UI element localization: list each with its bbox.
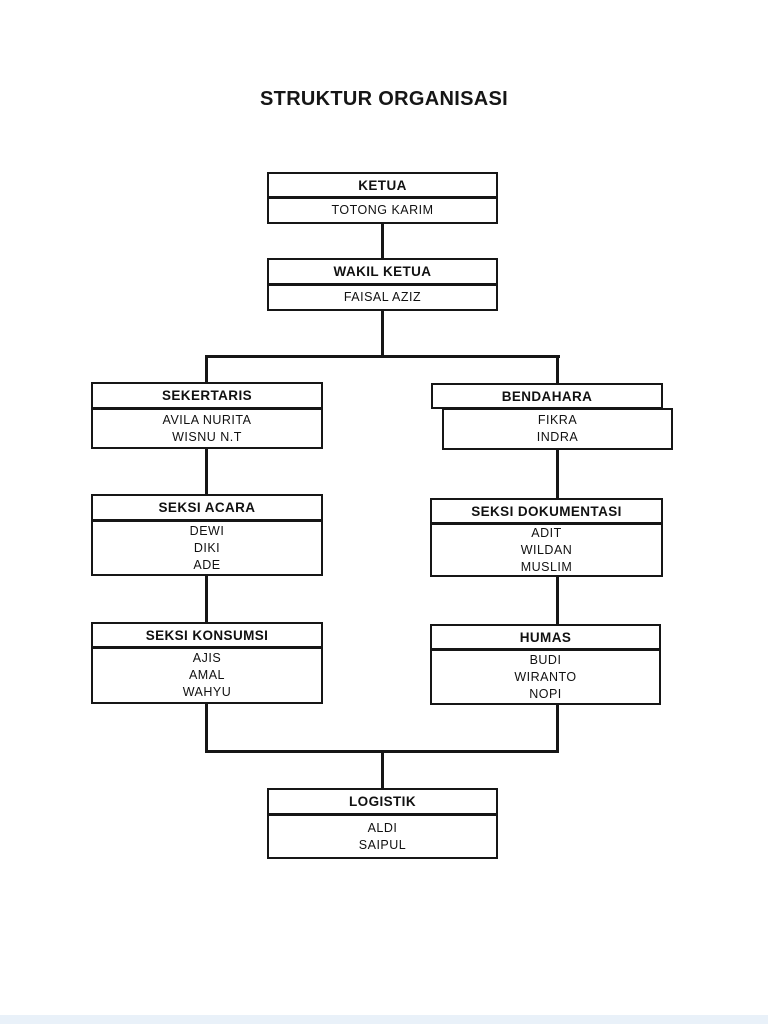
box-seksi-konsumsi-header: SEKSI KONSUMSI: [91, 622, 323, 648]
connector-drop-bendahara: [556, 356, 559, 387]
box-seksi-acara-title: SEKSI ACARA: [158, 500, 256, 515]
member-name: NOPI: [529, 686, 562, 701]
box-ketua-body: TOTONG KARIM: [267, 197, 498, 224]
box-wakil-ketua-title: WAKIL KETUA: [333, 264, 432, 279]
box-bendahara-header: BENDAHARA: [431, 383, 663, 409]
box-ketua-header: KETUA: [267, 172, 498, 198]
box-wakil-ketua-header: WAKIL KETUA: [267, 258, 498, 285]
member-name: WAHYU: [182, 685, 232, 699]
connector-ketua-wakil: [381, 220, 384, 262]
box-wakil-ketua-body: FAISAL AZIZ: [267, 284, 498, 311]
box-ketua-title: KETUA: [358, 177, 407, 193]
member-name: AJIS: [192, 651, 222, 665]
connector-humas-down: [556, 701, 559, 752]
box-sekertaris-body: AVILA NURITA WISNU N.T: [91, 408, 323, 449]
box-bendahara-title: BENDAHARA: [501, 388, 593, 404]
member-name: BUDI: [529, 652, 562, 667]
box-seksi-konsumsi-title: SEKSI KONSUMSI: [145, 627, 269, 643]
box-humas-body: BUDI WIRANTO NOPI: [430, 649, 661, 705]
member-name: WISNU N.T: [172, 429, 242, 444]
connector-acara-konsumsi: [205, 573, 208, 625]
member-name: DEWI: [189, 523, 225, 538]
box-seksi-dokumentasi-header: SEKSI DOKUMENTASI: [430, 498, 663, 524]
box-logistik-title: LOGISTIK: [349, 794, 416, 809]
box-seksi-acara-body: DEWI DIKI ADE: [91, 520, 323, 576]
box-bendahara-body: FIKRA INDRA: [442, 408, 673, 450]
connector-wakil-down: [381, 308, 384, 358]
box-humas-header: HUMAS: [430, 624, 661, 650]
member-name: AVILA NURITA: [162, 412, 252, 427]
box-sekertaris-header: SEKERTARIS: [91, 382, 323, 409]
box-seksi-acara-header: SEKSI ACARA: [91, 494, 323, 521]
member-name: ADE: [193, 557, 221, 572]
page-bottom-strip: [0, 1015, 768, 1024]
member-name: FAISAL AZIZ: [343, 290, 422, 304]
box-logistik-header: LOGISTIK: [267, 788, 498, 815]
box-sekertaris-title: SEKERTARIS: [161, 388, 252, 403]
box-logistik-body: ALDI SAIPUL: [267, 814, 498, 859]
connector-split-horizontal: [205, 355, 560, 358]
connector-konsumsi-down: [205, 700, 208, 752]
box-seksi-konsumsi-body: AJIS AMAL WAHYU: [91, 647, 323, 704]
connector-drop-sekertaris: [205, 356, 208, 386]
connector-sekertaris-acara: [205, 446, 208, 498]
member-name: ALDI: [367, 820, 398, 835]
member-name: FIKRA: [537, 413, 578, 427]
connector-bendahara-dokumentasi: [556, 447, 559, 502]
member-name: MUSLIM: [520, 559, 573, 574]
connector-dokumentasi-humas: [556, 574, 559, 628]
page-title: STRUKTUR ORGANISASI: [260, 88, 508, 110]
member-name: WIRANTO: [514, 669, 577, 684]
member-name: ADIT: [531, 525, 562, 540]
box-humas-title: HUMAS: [519, 629, 572, 645]
member-name: WILDAN: [520, 542, 573, 557]
member-name: TOTONG KARIM: [331, 203, 434, 217]
member-name: DIKI: [193, 540, 221, 555]
member-name: SAIPUL: [358, 837, 407, 852]
box-seksi-dokumentasi-body: ADIT WILDAN MUSLIM: [430, 523, 663, 577]
member-name: AMAL: [188, 668, 226, 682]
member-name: INDRA: [536, 430, 579, 444]
connector-join-logistik: [381, 751, 384, 791]
box-seksi-dokumentasi-title: SEKSI DOKUMENTASI: [471, 503, 622, 519]
